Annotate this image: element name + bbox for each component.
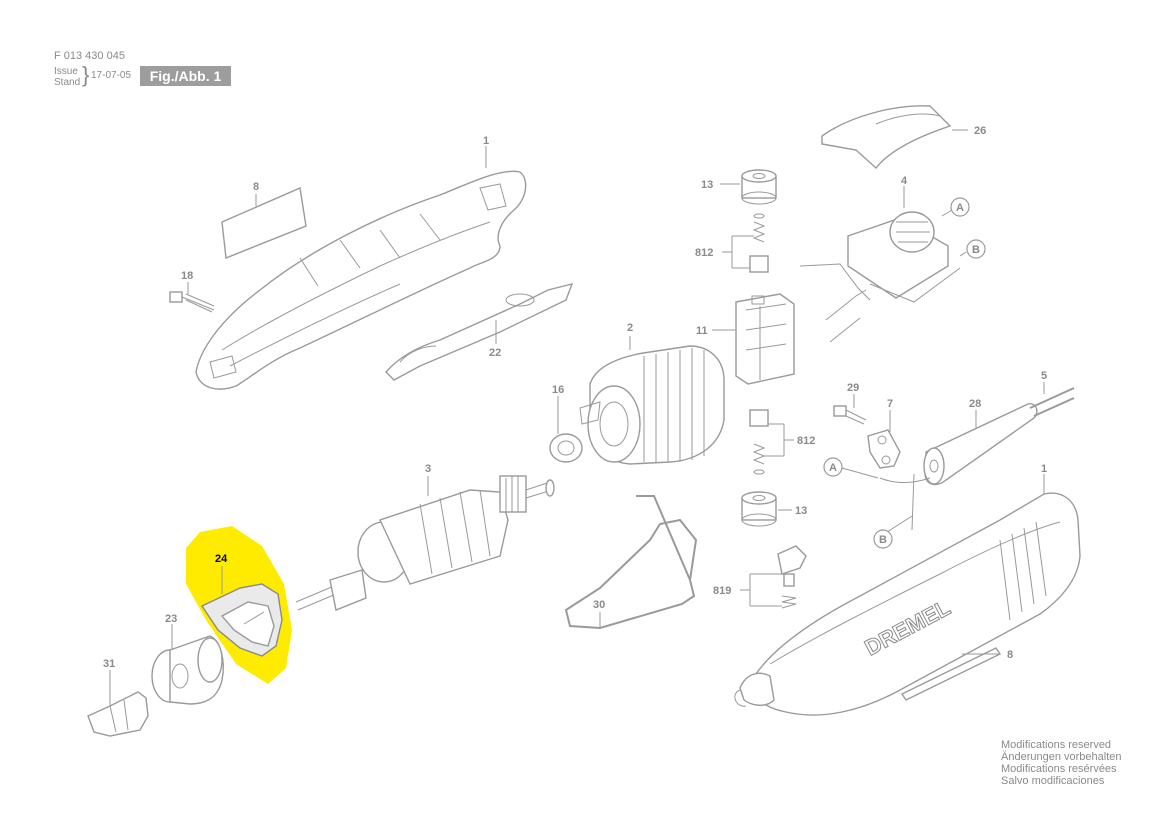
label-part-1-top: 1 — [483, 135, 489, 147]
issue-date: 17-07-05 — [91, 70, 132, 81]
label-part-31: 31 — [103, 658, 115, 670]
cord-sleeve-28 — [879, 403, 1038, 531]
brush-spring-812-bottom — [749, 409, 769, 475]
label-part-13-bottom: 13 — [795, 505, 807, 517]
screw-18 — [169, 291, 215, 313]
bushing-13-top — [741, 169, 777, 205]
label-part-2: 2 — [627, 322, 633, 334]
document-number: F 013 430 045 — [54, 50, 125, 62]
svg-text:A: A — [956, 202, 964, 214]
brush-spring-812-top — [749, 213, 769, 273]
housing-half-left — [195, 170, 527, 390]
label-part-7: 7 — [887, 398, 893, 410]
label-part-29: 29 — [847, 382, 859, 394]
issue-label: Issue — [54, 66, 78, 77]
bushing-13-bottom — [741, 491, 777, 527]
cover-cap-26 — [821, 105, 952, 170]
label-part-24: 24 — [215, 553, 228, 565]
svg-text:A: A — [829, 462, 837, 474]
issue-brace: } — [82, 62, 90, 87]
label-part-5: 5 — [1041, 370, 1047, 382]
hanger-wire-30 — [564, 495, 698, 630]
armature-3 — [295, 475, 555, 611]
label-part-1-bottom: 1 — [1041, 463, 1047, 475]
label-part-812-bottom: 812 — [797, 435, 815, 447]
label-part-8-bottom: 8 — [1007, 649, 1013, 661]
footer-note-es: Salvo modificaciones — [1001, 775, 1105, 787]
label-part-11: 11 — [696, 325, 708, 337]
label-part-26: 26 — [974, 125, 986, 137]
label-part-819: 819 — [713, 585, 731, 597]
brush-holder-11 — [735, 293, 795, 385]
figure-label: Fig./Abb. 1 — [140, 66, 231, 86]
label-part-8-top: 8 — [253, 181, 259, 193]
svg-text:B: B — [972, 244, 980, 256]
leader-lines — [109, 129, 1045, 706]
nose-cap-24 — [200, 583, 283, 657]
label-part-30: 30 — [593, 599, 605, 611]
field-coil-2 — [579, 345, 725, 465]
label-part-4: 4 — [901, 175, 908, 187]
label-part-23: 23 — [165, 613, 177, 625]
ref-marker-b-top: B — [966, 239, 986, 259]
ref-marker-a-top: A — [950, 197, 970, 217]
label-part-16: 16 — [552, 384, 564, 396]
switch-module-4 — [799, 211, 961, 343]
assembled-tool-1: DREMEL — [734, 492, 1081, 716]
label-part-13-top: 13 — [701, 179, 713, 191]
collet-nut-23 — [151, 635, 224, 705]
ref-marker-a-bottom: A — [823, 457, 843, 477]
ref-marker-b-bottom: B — [873, 529, 893, 549]
label-part-18: 18 — [181, 270, 193, 282]
bearing-16 — [549, 433, 583, 463]
label-part-812-top: 812 — [695, 247, 713, 259]
switch-slider-22 — [385, 282, 574, 381]
stand-label: Stand — [54, 77, 81, 88]
power-cord-5 — [1029, 387, 1075, 417]
footer-note-fr: Modifications resérvées — [1001, 763, 1117, 775]
footer-note-de: Änderungen vorbehalten — [1001, 751, 1122, 763]
switch-button-819 — [777, 545, 807, 609]
label-part-22: 22 — [489, 347, 501, 359]
cable-clamp-7 — [867, 429, 901, 469]
svg-text:B: B — [879, 534, 887, 546]
collet-31 — [87, 691, 149, 737]
screw-29 — [833, 405, 867, 425]
footer-note-en: Modifications reserved — [1001, 739, 1112, 751]
label-part-28: 28 — [969, 398, 981, 410]
label-part-3: 3 — [425, 463, 431, 475]
label-sticker-top — [221, 186, 307, 259]
